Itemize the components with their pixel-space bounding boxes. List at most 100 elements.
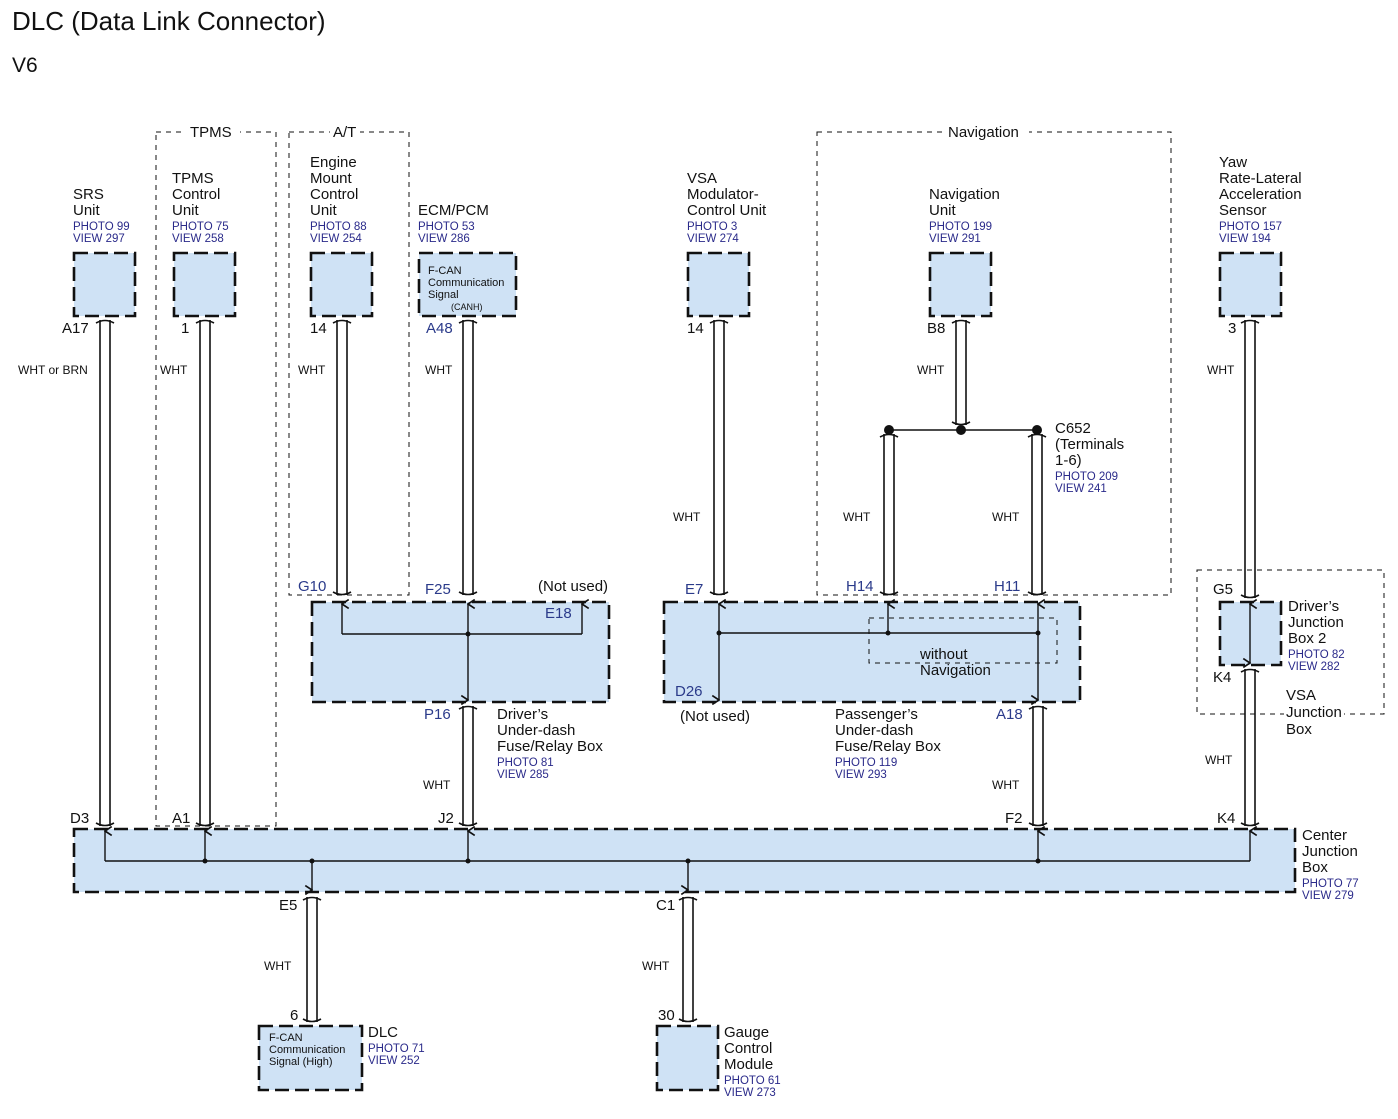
- cjb-name-3: Box: [1302, 859, 1328, 876]
- wire-srs: [95, 319, 115, 827]
- dlc-inner-3: Signal (High): [269, 1056, 333, 1068]
- djb2-view-link[interactable]: VIEW 282: [1288, 661, 1340, 673]
- pfb-view-link[interactable]: VIEW 293: [835, 769, 887, 781]
- pfb-photo-link[interactable]: PHOTO 119: [835, 757, 897, 769]
- navigation-group-label: Navigation: [948, 124, 1019, 141]
- gauge-view-link[interactable]: VIEW 273: [724, 1087, 776, 1099]
- vsa-pin: 14: [687, 320, 704, 337]
- vsa-unit-box[interactable]: [686, 251, 751, 318]
- tpms-label: TPMS Control Unit PHOTO 75 VIEW 258 1 WH…: [160, 170, 229, 377]
- dfb-photo-link[interactable]: PHOTO 81: [497, 757, 554, 769]
- vsa-name-1: VSA: [687, 170, 717, 187]
- em-name-1: Engine: [310, 154, 357, 171]
- pin-d26: D26: [675, 683, 703, 700]
- c652-view-link[interactable]: VIEW 241: [1055, 483, 1107, 495]
- vsa-jb-label-1: VSA: [1286, 687, 1316, 704]
- tpms-view-link[interactable]: VIEW 258: [172, 233, 224, 245]
- ecm-inner-2: Communication: [428, 277, 504, 289]
- dlc-view-link[interactable]: VIEW 252: [368, 1055, 420, 1067]
- nav-photo-link[interactable]: PHOTO 199: [929, 221, 992, 233]
- vsa-label: VSA Modulator- Control Unit PHOTO 3 VIEW…: [673, 170, 767, 524]
- dlc-box[interactable]: [257, 1024, 364, 1092]
- navigation-unit-box[interactable]: [928, 251, 993, 318]
- em-photo-link[interactable]: PHOTO 88: [310, 221, 367, 233]
- at-group-label: A/T: [333, 124, 356, 141]
- yaw-sensor-box[interactable]: [1218, 251, 1283, 318]
- c652-wire-left: WHT: [843, 510, 871, 524]
- pin-h11: H11: [994, 578, 1020, 595]
- dlc-photo-link[interactable]: PHOTO 71: [368, 1043, 425, 1055]
- wire-yaw: [1240, 319, 1260, 599]
- djb2-wire-color: WHT: [1205, 753, 1233, 767]
- tpms-name-3: Unit: [172, 202, 200, 219]
- vsa-wire-color: WHT: [673, 510, 701, 524]
- ecm-name: ECM/PCM: [418, 202, 489, 219]
- srs-unit-box[interactable]: [72, 251, 137, 318]
- pin-c1: C1: [656, 897, 675, 914]
- at-group: A/T: [288, 124, 410, 596]
- gauge-photo-link[interactable]: PHOTO 61: [724, 1075, 781, 1087]
- yaw-name-2: Rate-Lateral: [1219, 170, 1302, 187]
- nav-name-2: Unit: [929, 202, 957, 219]
- srs-label: SRS Unit PHOTO 99 VIEW 297 A17 WHT or BR…: [18, 186, 130, 377]
- wire-ecm: [458, 319, 478, 596]
- yaw-photo-link[interactable]: PHOTO 157: [1219, 221, 1282, 233]
- c652-photo-link[interactable]: PHOTO 209: [1055, 471, 1118, 483]
- navigation-group: Navigation: [816, 124, 1172, 596]
- dlc-wire-color: WHT: [264, 959, 292, 973]
- ecm-view-link[interactable]: VIEW 286: [418, 233, 470, 245]
- wires: [95, 319, 1260, 1023]
- gauge-name-3: Module: [724, 1056, 773, 1073]
- c652-name-1: C652: [1055, 420, 1091, 437]
- dlc-inner-1: F-CAN: [269, 1032, 303, 1044]
- pin-f2: F2: [1005, 810, 1023, 827]
- passengers-fuse-box[interactable]: [662, 600, 1082, 704]
- cjb-photo-link[interactable]: PHOTO 77: [1302, 878, 1359, 890]
- srs-photo-link[interactable]: PHOTO 99: [73, 221, 130, 233]
- djb2-photo-link[interactable]: PHOTO 82: [1288, 649, 1345, 661]
- em-view-link[interactable]: VIEW 254: [310, 233, 362, 245]
- nav-view-link[interactable]: VIEW 291: [929, 233, 981, 245]
- pin-e18: E18: [545, 605, 572, 622]
- vsa-view-link[interactable]: VIEW 274: [687, 233, 739, 245]
- engine-mount-label: Engine Mount Control Unit PHOTO 88 VIEW …: [298, 154, 367, 377]
- drivers-fuse-box-label: G10 F25 (Not used) E18 P16 Driver’s Unde…: [298, 578, 608, 792]
- ecm-inner-4: (CANH): [451, 302, 483, 312]
- without-nav-1: without: [919, 646, 968, 663]
- c652-name-3: 1-6): [1055, 452, 1082, 469]
- yaw-name-1: Yaw: [1219, 154, 1247, 171]
- gauge-name-1: Gauge: [724, 1024, 769, 1041]
- engine-mount-unit-box[interactable]: [309, 251, 374, 318]
- vsa-name-2: Modulator-: [687, 186, 759, 203]
- pin-h14: H14: [846, 578, 874, 595]
- yaw-label: Yaw Rate-Lateral Acceleration Sensor PHO…: [1207, 154, 1302, 377]
- page-title: DLC (Data Link Connector): [12, 6, 326, 36]
- dfb-view-link[interactable]: VIEW 285: [497, 769, 549, 781]
- dlc-pin: 6: [290, 1007, 298, 1024]
- pin-j2: J2: [438, 810, 454, 827]
- srs-view-link[interactable]: VIEW 297: [73, 233, 125, 245]
- passengers-fuse-box-label: E7 H14 H11 D26 (Not used) without Naviga…: [675, 578, 1023, 792]
- gauge-control-module-box[interactable]: [655, 1024, 720, 1092]
- tpms-wire-color: WHT: [160, 363, 188, 377]
- tpms-photo-link[interactable]: PHOTO 75: [172, 221, 229, 233]
- pfb-name-1: Passenger’s: [835, 706, 918, 723]
- wire-c652-left: [879, 433, 899, 596]
- dfb-name-1: Driver’s: [497, 706, 548, 723]
- vsa-photo-link[interactable]: PHOTO 3: [687, 221, 737, 233]
- wire-gauge: [678, 896, 698, 1023]
- djb2-name-2: Junction: [1288, 614, 1344, 631]
- nav-pin: B8: [927, 320, 945, 337]
- em-name-4: Unit: [310, 202, 338, 219]
- ecm-wire-color: WHT: [425, 363, 453, 377]
- tpms-name-1: TPMS: [172, 170, 214, 187]
- drivers-fuse-box[interactable]: [310, 600, 611, 704]
- tpms-unit-box[interactable]: [172, 251, 237, 318]
- yaw-view-link[interactable]: VIEW 194: [1219, 233, 1271, 245]
- ecm-pcm-box[interactable]: [417, 251, 518, 318]
- ecm-photo-link[interactable]: PHOTO 53: [418, 221, 475, 233]
- dfb-wire-color: WHT: [423, 778, 451, 792]
- cjb-view-link[interactable]: VIEW 279: [1302, 890, 1354, 902]
- djb2-name-1: Driver’s: [1288, 598, 1339, 615]
